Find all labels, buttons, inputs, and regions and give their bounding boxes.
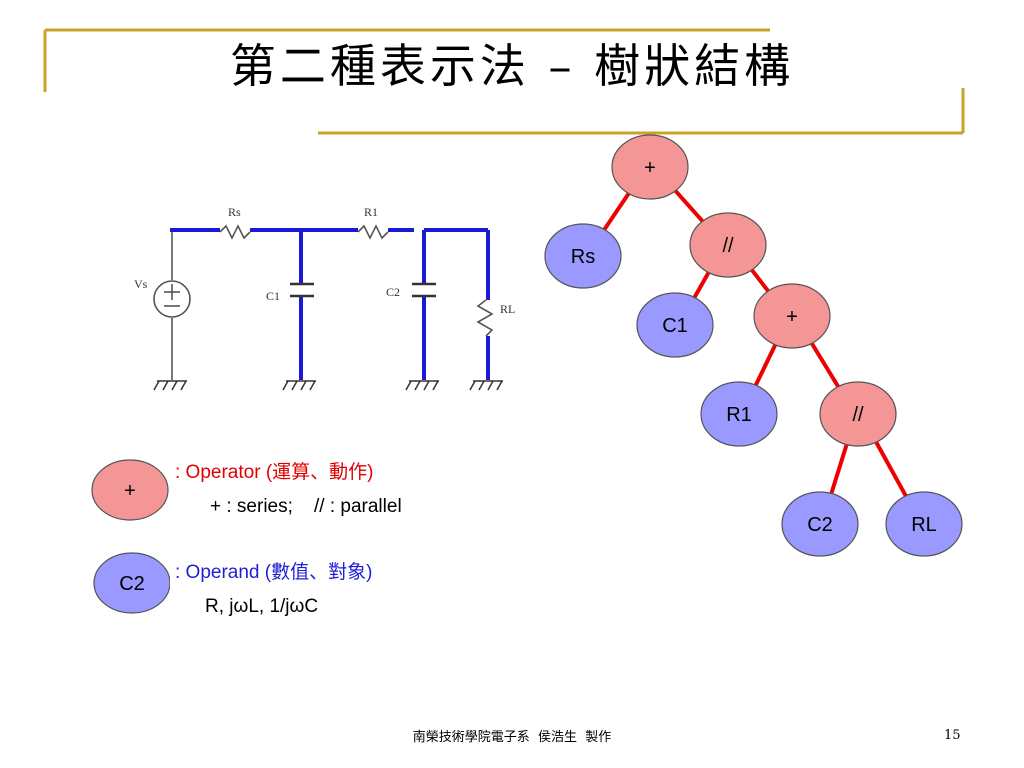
tree-node-label: + (644, 157, 656, 179)
legend-operator-symbol: + (124, 480, 136, 502)
tree-node-label: // (852, 404, 864, 426)
vs-label: Vs (134, 277, 148, 291)
tree-node-operand: RL (885, 491, 963, 557)
c1-label: C1 (266, 289, 280, 303)
tree-node-label: RL (911, 514, 937, 536)
tree-node-operand: C2 (781, 491, 859, 557)
r1-resistor (357, 224, 389, 240)
tree-edge-n1-n2 (599, 187, 634, 236)
tree-node-operand: C1 (636, 292, 714, 358)
ground-symbol-4 (469, 380, 503, 391)
tree-edge-n5-n6 (751, 338, 780, 392)
ground-symbol-2 (282, 380, 316, 391)
expression-tree: + Rs // C1 + R1 // C2 RL (544, 134, 963, 557)
c2-label: C2 (386, 285, 400, 299)
circuit-diagram: Vs Rs R1 C1 C2 RL (134, 205, 515, 391)
page-number: 15 (944, 728, 961, 743)
legend-nodes: + C2 (91, 459, 170, 614)
tree-edge-n7-n8 (827, 438, 851, 500)
legend-operator-detail: + : series; // : parallel (210, 496, 402, 517)
vs-source (153, 280, 191, 318)
legend-operand-node (93, 552, 170, 614)
slide-footer: 南榮技術學院電子系 侯浩生 製作 (412, 730, 612, 745)
tree-node-label: R1 (726, 404, 752, 426)
tree-edge-n7-n9 (871, 436, 911, 502)
ground-symbol-1 (153, 380, 187, 391)
tree-node-operator: + (611, 134, 689, 200)
tree-node-label: + (786, 306, 798, 328)
legend-operator-node (91, 459, 169, 521)
tree-edge-n5-n7 (807, 337, 843, 393)
tree-node-operand: Rs (544, 223, 622, 289)
tree-node-label: // (722, 235, 734, 257)
rs-resistor (219, 224, 251, 240)
tree-node-operator: // (689, 212, 767, 278)
slide-title: 第二種表示法 – 樹狀結構 (229, 39, 795, 93)
tree-node-label: C1 (662, 315, 688, 337)
rs-label: Rs (228, 205, 241, 219)
tree-node-operand: R1 (700, 381, 778, 447)
tree-node-operator: // (819, 381, 897, 447)
rl-resistor (476, 299, 494, 337)
legend-operand-title: : Operand (數值、對象) (175, 562, 373, 583)
ground-symbol-3 (405, 380, 439, 391)
tree-node-label: C2 (807, 514, 833, 536)
r1-label: R1 (364, 205, 378, 219)
tree-edge-n3-n4 (689, 266, 714, 304)
title-frame (43, 28, 965, 135)
tree-node-label: Rs (571, 246, 595, 268)
rl-label: RL (500, 302, 515, 316)
legend-operand-symbol: C2 (119, 573, 145, 595)
tree-edge-n1-n3 (669, 184, 709, 228)
legend-operand-detail: R, jωL, 1/jωC (205, 596, 319, 617)
legend-operator-title: : Operator (運算、動作) (175, 462, 374, 483)
tree-node-operator: + (753, 283, 831, 349)
